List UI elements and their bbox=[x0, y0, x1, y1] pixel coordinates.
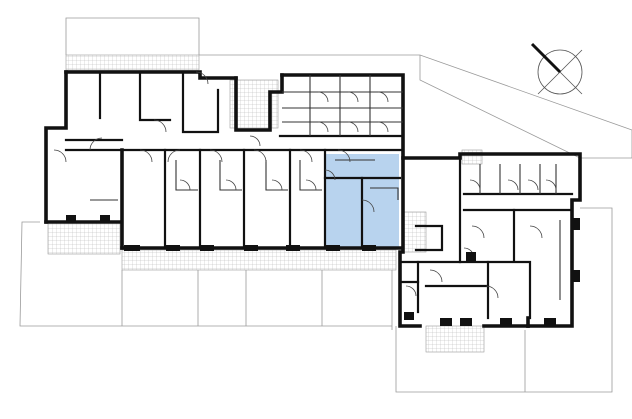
site-outline bbox=[19, 17, 632, 393]
exterior-walls bbox=[44, 70, 582, 328]
interior-walls bbox=[64, 70, 574, 320]
window-marks bbox=[66, 215, 580, 326]
stair-east bbox=[461, 149, 483, 165]
doors bbox=[53, 71, 557, 299]
terrace-north bbox=[65, 54, 200, 71]
terrace-southeast bbox=[425, 325, 485, 353]
terrace-west bbox=[47, 221, 121, 255]
compass-icon bbox=[530, 42, 583, 95]
stair-central bbox=[401, 211, 427, 253]
partitions bbox=[90, 75, 561, 300]
terrace-south bbox=[121, 249, 397, 271]
terraces bbox=[47, 54, 485, 353]
